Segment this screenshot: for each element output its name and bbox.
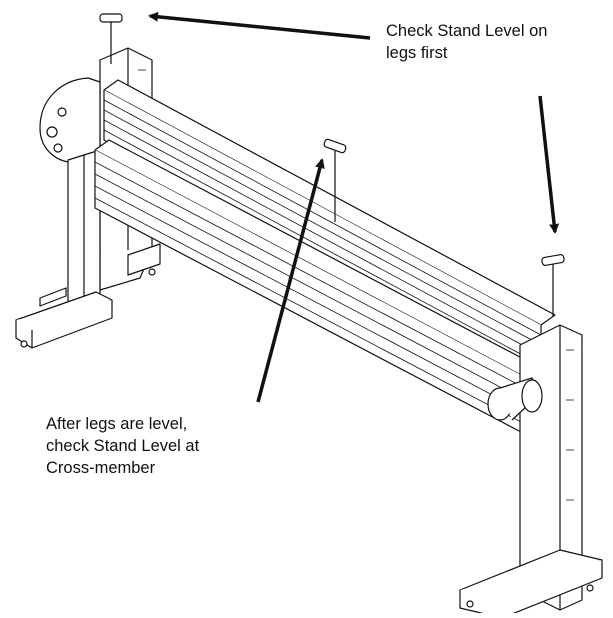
callout-line: check Stand Level at (46, 437, 200, 455)
callout-check-legs: Check Stand Level on legs first (386, 20, 547, 64)
callout-line: Check Stand Level on (386, 22, 548, 40)
arrow-icon (256, 158, 325, 403)
right-leg (459, 324, 603, 618)
callout-check-cross-member: After legs are level, check Stand Level … (46, 413, 199, 479)
spirit-level-icon (99, 13, 123, 64)
spirit-level-icon (323, 138, 347, 222)
spirit-level-icon (541, 254, 565, 316)
arrow-icon (538, 95, 560, 234)
callout-line: After legs are level, (46, 415, 188, 433)
callout-line: legs first (386, 44, 448, 62)
callout-line: Cross-member (46, 459, 156, 477)
arrow-icon (148, 11, 371, 40)
